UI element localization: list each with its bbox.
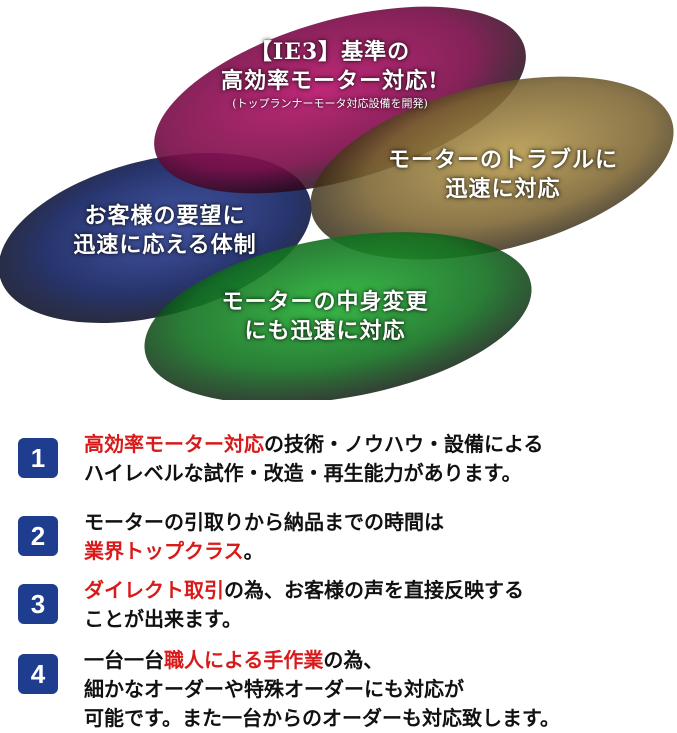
item4-line2: 細かなオーダーや特殊オーダーにも対応が — [84, 677, 464, 701]
ie3-line2: 高効率モーター対応! — [221, 68, 439, 94]
item4-line3: 可能です。また一台からのオーダーも対応致します。 — [84, 706, 560, 730]
item2-line2: 業界トップクラス。 — [84, 539, 264, 563]
trouble-text: モーターのトラブルに 迅速に対応 — [368, 146, 638, 204]
item4-line1: 一台一台職人による手作業の為、 — [84, 648, 384, 672]
ie3-text: 【IE3】基準の 高効率モーター対応! (トップランナーモータ対応設備を開発) — [200, 38, 460, 111]
item3-line2: ことが出来ます。 — [84, 607, 242, 631]
item1-line1: 高効率モーター対応の技術・ノウハウ・設備による — [84, 432, 544, 456]
ie3-sub: (トップランナーモータ対応設備を開発) — [232, 97, 428, 110]
ellipse-diagram — [0, 6, 674, 400]
ie3-line1: 【IE3】基準の — [249, 39, 411, 65]
request-line1: お客様の要望に — [84, 203, 246, 229]
change-line2: にも迅速に対応 — [244, 318, 406, 344]
trouble-line2: 迅速に対応 — [445, 176, 561, 202]
badge-1: 1 — [18, 438, 58, 478]
item3-line1: ダイレクト取引の為、お客様の声を直接反映する — [84, 578, 524, 602]
badge-2: 2 — [18, 516, 58, 556]
item2-line1: モーターの引取りから納品までの時間は — [84, 510, 444, 534]
change-line1: モーターの中身変更 — [221, 289, 429, 315]
item1-line2: ハイレベルな試作・改造・再生能力があります。 — [84, 461, 522, 485]
trouble-line1: モーターのトラブルに — [387, 147, 618, 173]
ellipse-change — [144, 232, 532, 400]
badge-4: 4 — [18, 654, 58, 694]
request-line2: 迅速に応える体制 — [73, 232, 257, 258]
ellipse-trouble — [310, 76, 674, 260]
change-text: モーターの中身変更 にも迅速に対応 — [190, 288, 460, 346]
badge-3: 3 — [18, 584, 58, 624]
request-text: お客様の要望に 迅速に応える体制 — [40, 202, 290, 260]
